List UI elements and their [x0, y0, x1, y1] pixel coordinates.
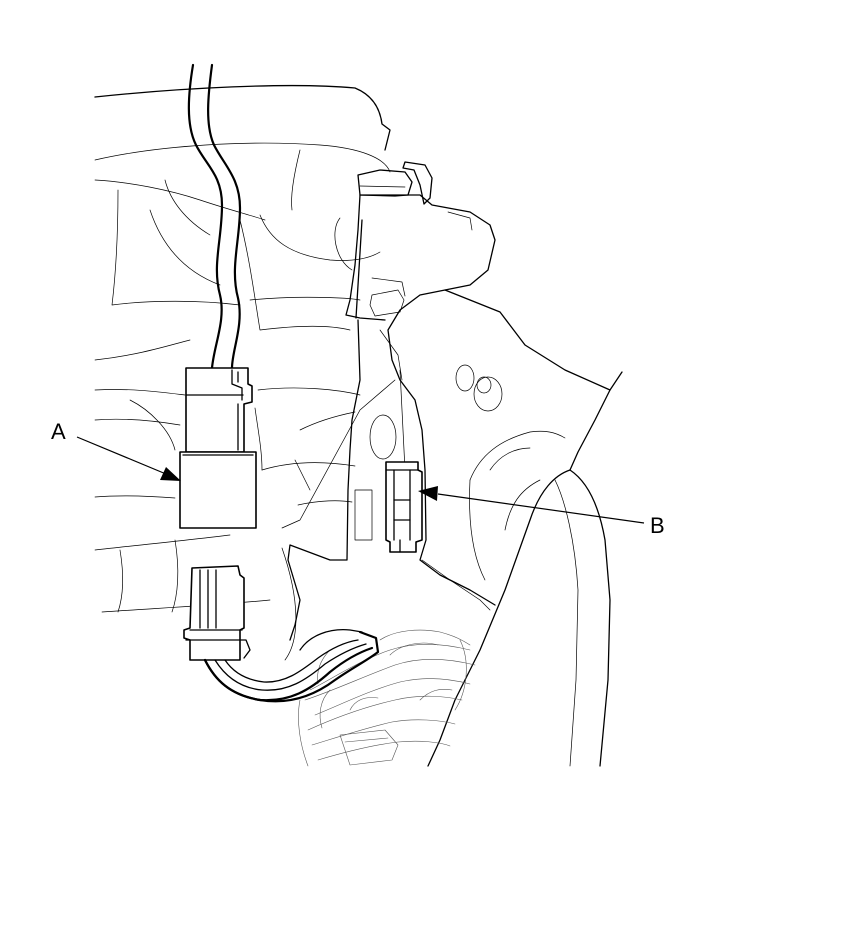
upper-wire [187, 63, 242, 370]
callout-label-a: A [51, 419, 66, 444]
callout-label-b: B [650, 513, 665, 538]
mounting-bracket [287, 161, 496, 641]
arrowhead-a-icon [160, 467, 181, 481]
leader-line-b [418, 486, 645, 524]
lower-wire-harness [298, 629, 476, 767]
lower-connector [183, 565, 380, 703]
connector-a [179, 367, 257, 529]
body-structure [94, 84, 396, 661]
arrowhead-b-icon [418, 486, 438, 501]
leader-line-a [76, 436, 181, 481]
side-panel [421, 289, 623, 767]
connector-b [385, 461, 423, 553]
